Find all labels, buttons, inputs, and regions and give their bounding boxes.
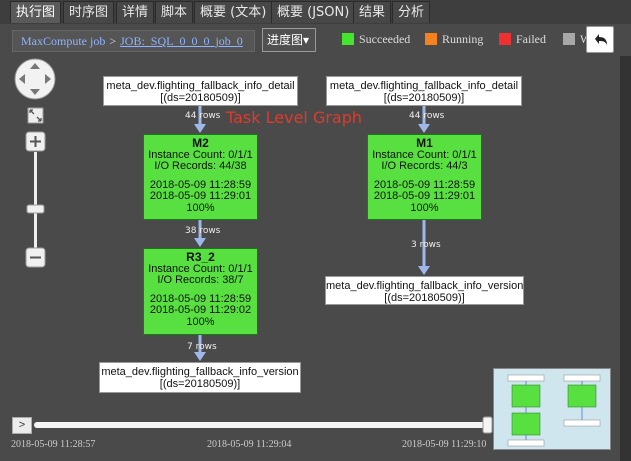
graph-edges [14, 58, 493, 434]
task-start-time: 2018-05-09 11:28:59 [149, 178, 252, 191]
task-progress: 100% [186, 315, 215, 328]
tab-execution-graph[interactable]: 执行图 [10, 1, 62, 23]
task-start-time: 2018-05-09 11:28:59 [373, 178, 476, 191]
edge-label: 38 rows [185, 226, 221, 236]
legend-label-running: Running [442, 32, 484, 46]
task-io-records: I/O Records: 44/38 [154, 160, 247, 172]
chevron-down-icon: ▾ [303, 33, 310, 47]
table-name: meta_dev.flighting_fallback_info_version [326, 280, 524, 292]
edge-label: 44 rows [409, 111, 445, 121]
timeline-handle[interactable] [482, 416, 493, 434]
legend-succeeded: Succeeded [342, 32, 410, 48]
task-node-r3-2[interactable]: R3_2 Instance Count: 0/1/1 I/O Records: … [143, 248, 258, 335]
tab-details[interactable]: 详情 [116, 1, 155, 23]
table-partition: [(ds=20180509)] [160, 92, 241, 104]
edge-label: 3 rows [411, 240, 441, 250]
task-end-time: 2018-05-09 11:29:01 [149, 190, 252, 202]
fit-view-icon[interactable] [27, 107, 44, 124]
minimap-preview [507, 374, 601, 447]
tab-summary-text[interactable]: 概要 (文本) [194, 1, 273, 23]
task-instance-count: Instance Count: 0/1/1 [148, 262, 253, 275]
task-name: R3_2 [186, 250, 215, 264]
edge-arrow-r3-out1 [194, 352, 206, 361]
toolbar: MaxCompute job>JOB:_SQL_0_0_0_job_0 进度图▾… [0, 24, 631, 56]
view-mode-select[interactable]: 进度图▾ [262, 28, 316, 52]
task-instance-count: Instance Count: 0/1/1 [148, 148, 253, 161]
task-name: M2 [192, 136, 209, 150]
timeline-mid-time: 2018-05-09 11:29:04 [207, 439, 292, 450]
output-table-node[interactable]: meta_dev.flighting_fallback_info_version… [99, 362, 301, 393]
task-instance-count: Instance Count: 0/1/1 [372, 148, 477, 161]
graph-canvas[interactable]: meta_dev.flighting_fallback_info_detail … [0, 56, 631, 461]
zoom-in-button[interactable] [25, 131, 46, 152]
edge-arrow-src1-m2 [194, 124, 206, 133]
view-mode-value: 进度图 [267, 33, 304, 47]
output-table-node[interactable]: meta_dev.flighting_fallback_info_version… [325, 276, 524, 305]
task-node-m2[interactable]: M2 Instance Count: 0/1/1 I/O Records: 44… [143, 134, 258, 220]
tab-results[interactable]: 结果 [353, 1, 392, 23]
legend-label-succeeded: Succeeded [359, 32, 411, 46]
tab-analysis[interactable]: 分析 [392, 1, 431, 23]
table-partition: [(ds=20180509)] [384, 292, 465, 304]
graph-title: Task Level Graph [226, 108, 363, 127]
task-end-time: 2018-05-09 11:29:01 [373, 190, 476, 202]
source-table-node[interactable]: meta_dev.flighting_fallback_info_detail … [103, 76, 298, 106]
legend-swatch-failed [499, 33, 511, 45]
zoom-out-button[interactable] [25, 247, 46, 268]
side-panel-edge [620, 56, 631, 461]
legend-label-waiting: W [580, 32, 591, 46]
zoom-slider-handle[interactable] [26, 204, 45, 214]
source-table-node[interactable]: meta_dev.flighting_fallback_info_detail … [326, 76, 522, 106]
undo-button[interactable] [586, 26, 614, 53]
legend-running: Running [425, 32, 483, 48]
task-start-time: 2018-05-09 11:28:59 [149, 292, 252, 305]
legend-swatch-waiting [563, 33, 575, 45]
breadcrumb-root[interactable]: MaxCompute job [21, 34, 106, 48]
edge-arrow-src2-m1 [418, 124, 430, 133]
breadcrumb: MaxCompute job>JOB:_SQL_0_0_0_job_0 [12, 30, 255, 52]
legend-swatch-running [425, 33, 437, 45]
task-name: M1 [416, 136, 433, 150]
legend-swatch-succeeded [342, 33, 354, 45]
tab-timeline[interactable]: 时序图 [63, 1, 115, 23]
table-name: meta_dev.flighting_fallback_info_detail [106, 80, 295, 92]
task-io-records: I/O Records: 44/3 [381, 160, 468, 172]
task-node-m1[interactable]: M1 Instance Count: 0/1/1 I/O Records: 44… [367, 134, 482, 220]
edge-label: 44 rows [185, 111, 221, 121]
timeline-end-time: 2018-05-09 11:29:10 [402, 439, 487, 450]
breadcrumb-separator: > [109, 34, 117, 48]
tab-bar: 执行图 时序图 详情 脚本 概要 (文本) 概要 (JSON) 结果 分析 [0, 0, 631, 25]
table-partition: [(ds=20180509)] [159, 378, 241, 390]
timeline-track[interactable] [34, 422, 486, 428]
pan-control[interactable] [14, 58, 56, 100]
task-end-time: 2018-05-09 11:29:02 [149, 304, 252, 316]
task-progress: 100% [186, 201, 215, 214]
tab-script[interactable]: 脚本 [155, 1, 194, 23]
tab-summary-json[interactable]: 概要 (JSON) [271, 1, 356, 23]
timeline-start-time: 2018-05-09 11:28:57 [11, 439, 96, 450]
undo-arrow-icon [595, 34, 607, 45]
edge-arrow-m2-r3 [194, 238, 206, 247]
task-progress: 100% [410, 201, 439, 214]
task-io-records: I/O Records: 38/7 [157, 274, 244, 286]
legend-label-failed: Failed [516, 32, 546, 46]
edge-label: 7 rows [187, 342, 217, 352]
legend-waiting: W [563, 32, 591, 48]
play-button[interactable]: > [12, 417, 32, 434]
breadcrumb-job[interactable]: JOB:_SQL_0_0_0_job_0 [120, 34, 243, 48]
table-name: meta_dev.flighting_fallback_info_version [101, 366, 299, 378]
table-partition: [(ds=20180509)] [383, 92, 465, 104]
minimap[interactable] [493, 368, 611, 450]
edge-arrow-m1-out2 [418, 266, 430, 275]
table-name: meta_dev.flighting_fallback_info_detail [329, 80, 519, 92]
legend-failed: Failed [499, 32, 546, 48]
